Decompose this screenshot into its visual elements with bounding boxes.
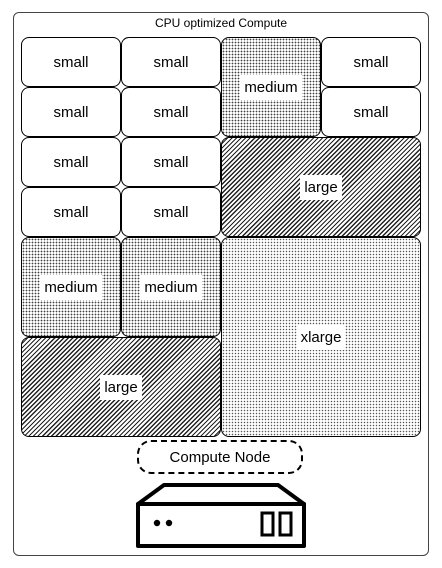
slot-label: large bbox=[300, 174, 342, 200]
compute-node-label-box: Compute Node bbox=[137, 440, 303, 474]
slot-label: small bbox=[53, 203, 89, 221]
frame-title: CPU optimized Compute bbox=[154, 16, 288, 30]
small-slot-7: small bbox=[21, 137, 121, 187]
slot-label: small bbox=[353, 53, 389, 71]
slot-label: small bbox=[353, 103, 389, 121]
slot-label: small bbox=[153, 103, 189, 121]
compute-node-label: Compute Node bbox=[169, 448, 271, 466]
small-slot-2: small bbox=[121, 37, 221, 87]
server-icon bbox=[136, 483, 306, 548]
slot-label: medium bbox=[240, 74, 302, 100]
slot-label: small bbox=[153, 203, 189, 221]
slot-label: small bbox=[53, 153, 89, 171]
large-slot-1: large bbox=[221, 137, 421, 237]
small-slot-1: small bbox=[21, 37, 121, 87]
medium-slot-3: medium bbox=[121, 237, 221, 337]
slot-label: medium bbox=[140, 274, 202, 300]
large-slot-2: large bbox=[21, 337, 221, 437]
small-slot-10: small bbox=[121, 187, 221, 237]
slot-label: large bbox=[100, 374, 142, 400]
slot-label: small bbox=[53, 103, 89, 121]
small-slot-9: small bbox=[21, 187, 121, 237]
slot-label: small bbox=[153, 153, 189, 171]
slot-label: small bbox=[153, 53, 189, 71]
xlarge-slot-1: xlarge bbox=[221, 237, 421, 437]
small-slot-3: small bbox=[321, 37, 421, 87]
slot-label: xlarge bbox=[296, 324, 346, 350]
small-slot-6: small bbox=[321, 87, 421, 137]
medium-slot-2: medium bbox=[21, 237, 121, 337]
medium-slot-1: medium bbox=[221, 37, 321, 137]
slot-label: small bbox=[53, 53, 89, 71]
slot-label: medium bbox=[40, 274, 102, 300]
small-slot-8: small bbox=[121, 137, 221, 187]
small-slot-4: small bbox=[21, 87, 121, 137]
small-slot-5: small bbox=[121, 87, 221, 137]
